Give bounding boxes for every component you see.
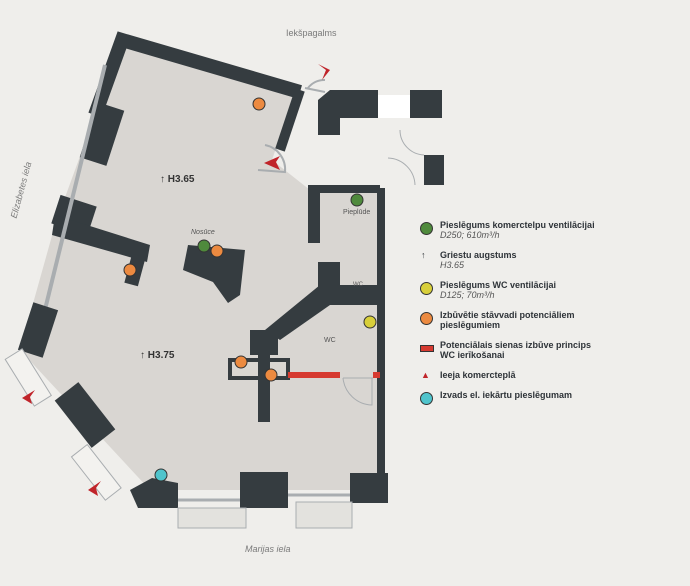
standpipe-marker [264, 368, 278, 382]
inner-wall [52, 215, 150, 262]
legend-item-entrance: ▲Ieeja komercteplā [421, 370, 516, 380]
corner-wall [130, 478, 178, 508]
door-frame [70, 443, 122, 501]
ventilation-marker [197, 239, 211, 253]
entrance-arrow-icon [22, 390, 35, 404]
courtyard-label: Iekšpagalms [286, 28, 337, 38]
wall-pier [79, 102, 125, 166]
courtyard-door [387, 129, 425, 186]
ceiling-height-lower: H3.75 [147, 350, 175, 361]
outer-wall-right [377, 188, 385, 498]
entrance-arrows [22, 64, 330, 496]
orange-circle-icon [420, 312, 433, 325]
outer-wall [88, 31, 302, 118]
markers [123, 97, 377, 482]
entrance-arrow-icon [88, 481, 101, 496]
wall [308, 185, 380, 193]
entrance-arrow-icon [318, 64, 330, 80]
wall [258, 350, 270, 422]
wc-partition-proposed [373, 372, 380, 378]
window-line [38, 64, 107, 331]
balcony [177, 507, 247, 529]
wall-pier [17, 302, 59, 358]
door-frame [4, 348, 53, 407]
courtyard-door [304, 78, 326, 93]
courtyard-wall [318, 90, 378, 135]
standpipe-marker [234, 355, 248, 369]
standpipe-marker [210, 244, 224, 258]
electrical-outlet-marker [154, 468, 168, 482]
wall-pier [54, 382, 116, 448]
ventilation-marker [350, 193, 364, 207]
supply-label: Pieplūde [343, 209, 371, 216]
red-bar-icon [420, 345, 434, 352]
wc-label-large: WC [324, 337, 336, 344]
standpipe-marker [123, 263, 137, 277]
street-label-bottom: Marijas iela [245, 544, 291, 554]
entrance-arrow-icon: ▲ [421, 370, 430, 380]
ceiling-height-upper: H3.65 [167, 174, 195, 185]
wc-partition-proposed [288, 372, 340, 378]
wc-door [342, 377, 373, 406]
diagonal-wall [265, 285, 380, 340]
courtyard-wall [410, 90, 442, 118]
wall-pier [240, 472, 288, 508]
exhaust-label: Nosūce [191, 229, 215, 236]
wc-label-small: WC [353, 282, 363, 288]
legend-item-electrical: Izvads el. iekārtu pieslēgumam [420, 390, 680, 405]
green-circle-icon [420, 222, 433, 235]
ceiling-arrow-icon: ↑ [421, 250, 426, 260]
outer-wall [275, 88, 305, 152]
ventilation-shaft [183, 245, 245, 303]
inner-door [257, 144, 287, 174]
wc-ventilation-marker [363, 315, 377, 329]
courtyard-wall [424, 155, 444, 185]
wall [308, 185, 320, 243]
yellow-circle-icon [420, 282, 433, 295]
wall [228, 358, 290, 380]
balcony [295, 501, 353, 529]
cyan-circle-icon [420, 392, 433, 405]
courtyard-opening [378, 95, 410, 118]
entrance-arrow-icon [264, 156, 280, 170]
standpipe-marker [252, 97, 266, 111]
